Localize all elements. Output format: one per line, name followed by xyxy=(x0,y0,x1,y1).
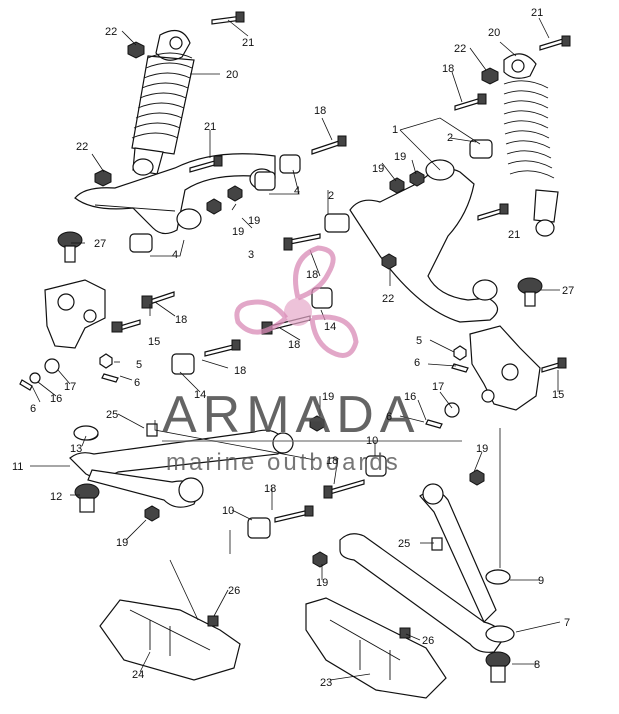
callout-19: 19 xyxy=(116,537,128,549)
left-upper-arm xyxy=(74,153,276,235)
callout-18: 18 xyxy=(234,365,246,377)
callout-11: 11 xyxy=(12,461,23,473)
callout-25: 25 xyxy=(398,538,410,550)
callout-8: 8 xyxy=(534,659,540,671)
callout-15: 15 xyxy=(552,389,564,401)
armada-logo-icon xyxy=(234,245,359,358)
callout-20: 20 xyxy=(488,27,500,39)
callout-10: 10 xyxy=(222,505,234,517)
callout-19: 19 xyxy=(394,151,406,163)
callout-6: 6 xyxy=(134,377,140,389)
callout-27: 27 xyxy=(94,238,106,250)
callout-21: 21 xyxy=(531,7,543,19)
callout-19: 19 xyxy=(372,163,384,175)
callout-2: 2 xyxy=(328,190,334,202)
callout-19: 19 xyxy=(248,215,260,227)
nuts xyxy=(94,41,499,568)
left-guard xyxy=(99,599,241,681)
callout-3: 3 xyxy=(248,249,254,261)
bushings xyxy=(129,139,493,539)
ball-joints xyxy=(57,231,543,683)
callout-7: 7 xyxy=(564,617,570,629)
callout-22: 22 xyxy=(105,26,117,38)
callout-17: 17 xyxy=(64,381,76,393)
callout-9: 9 xyxy=(538,575,544,587)
callout-27: 27 xyxy=(562,285,574,297)
callout-18: 18 xyxy=(175,314,187,326)
callout-20: 20 xyxy=(226,69,238,81)
callout-18: 18 xyxy=(442,63,454,75)
callout-14: 14 xyxy=(194,389,206,401)
callout-24: 24 xyxy=(132,669,144,681)
callout-16: 16 xyxy=(404,391,416,403)
left-shock-absorber xyxy=(131,29,195,176)
callout-26: 26 xyxy=(422,635,434,647)
right-knuckle xyxy=(469,325,541,411)
callout-10: 10 xyxy=(366,435,378,447)
callout-5: 5 xyxy=(136,359,142,371)
watermark-divider xyxy=(162,440,462,442)
callout-25: 25 xyxy=(106,409,118,421)
callout-16: 16 xyxy=(50,393,62,405)
right-guard xyxy=(305,597,447,699)
callout-6: 6 xyxy=(414,357,420,369)
callout-18: 18 xyxy=(314,105,326,117)
callout-19: 19 xyxy=(322,391,334,403)
callout-1: 1 xyxy=(392,124,398,136)
callout-18: 18 xyxy=(306,269,318,281)
right-shock-absorber xyxy=(503,53,559,237)
callout-23: 23 xyxy=(320,677,332,689)
left-knuckle xyxy=(44,279,106,349)
callout-22: 22 xyxy=(76,141,88,153)
watermark-title: ARMADA xyxy=(162,386,420,444)
callout-4: 4 xyxy=(294,185,300,197)
callout-18: 18 xyxy=(264,483,276,495)
callout-2: 2 xyxy=(447,132,453,144)
callout-4: 4 xyxy=(172,249,178,261)
callout-12: 12 xyxy=(50,491,62,503)
callout-18: 18 xyxy=(288,339,300,351)
callout-19: 19 xyxy=(316,577,328,589)
callout-13: 13 xyxy=(70,443,82,455)
callout-22: 22 xyxy=(454,43,466,55)
callout-22: 22 xyxy=(382,293,394,305)
callout-19: 19 xyxy=(476,443,488,455)
callout-labels: 22 21 20 21 22 20 18 21 22 18 1 2 19 19 … xyxy=(12,7,574,689)
callout-26: 26 xyxy=(228,585,240,597)
callout-14: 14 xyxy=(324,321,336,333)
small-parts xyxy=(19,358,511,639)
callout-21: 21 xyxy=(508,229,520,241)
callout-19: 19 xyxy=(232,226,244,238)
callout-21: 21 xyxy=(204,121,216,133)
right-upper-arm xyxy=(349,159,499,323)
callout-17: 17 xyxy=(432,381,444,393)
watermark-subtitle: marine outboards xyxy=(166,449,401,476)
callout-15: 15 xyxy=(148,336,160,348)
callout-6: 6 xyxy=(386,411,392,423)
callout-5: 5 xyxy=(416,335,422,347)
callout-18: 18 xyxy=(326,455,338,467)
callout-21: 21 xyxy=(242,37,254,49)
callout-6: 6 xyxy=(30,403,36,415)
